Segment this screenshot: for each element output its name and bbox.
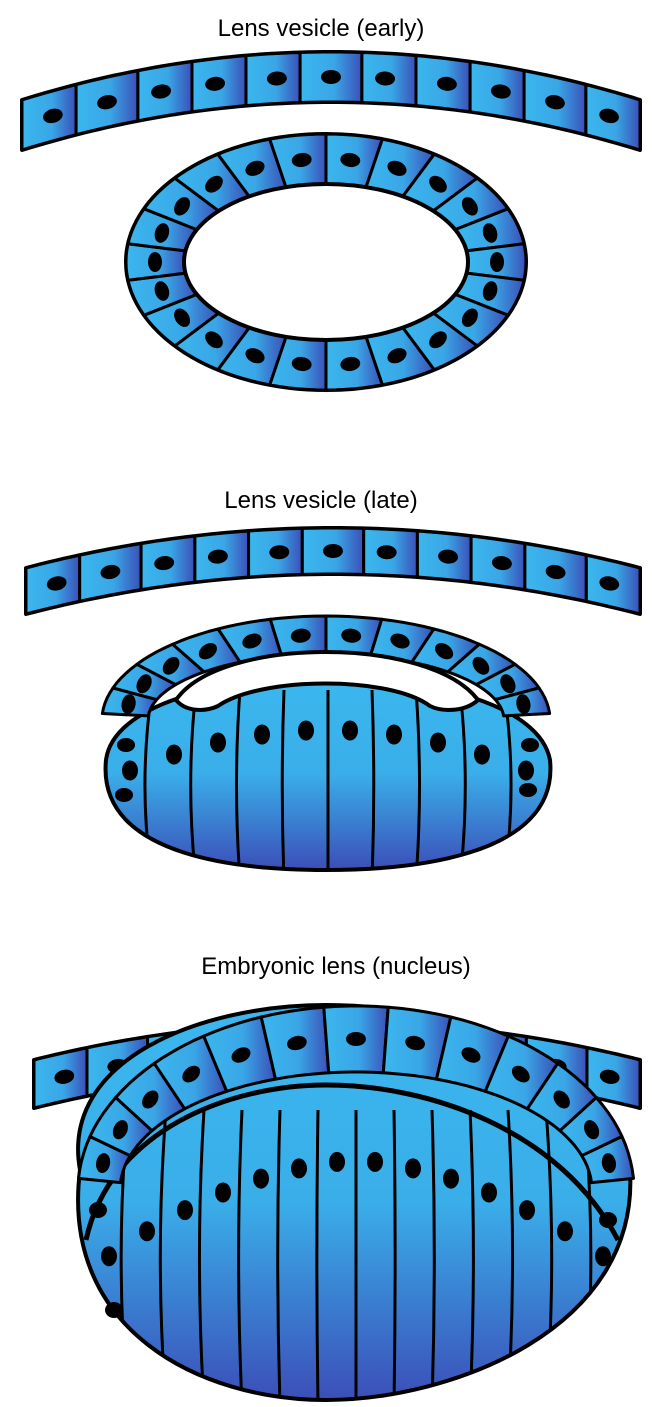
fiber-nucleus [298, 721, 314, 741]
embryonic-lens [78, 1005, 633, 1405]
cell-nucleus [89, 1202, 107, 1218]
fiber-nucleus [386, 725, 402, 745]
cell-nucleus [115, 788, 133, 802]
fiber-boundary [317, 1110, 318, 1405]
fiber-nucleus [210, 733, 226, 753]
vesicle-lumen [184, 184, 468, 340]
fiber-nucleus [474, 745, 490, 765]
fiber-nucleus [405, 1158, 421, 1178]
cell-nucleus [105, 1302, 123, 1318]
fiber-nucleus [291, 1158, 307, 1178]
panel-title-early: Lens vesicle (early) [218, 15, 425, 42]
lens-vesicle-ring [126, 134, 526, 390]
fiber-nucleus [253, 1169, 269, 1189]
fiber-nucleus [595, 1246, 611, 1266]
cell-nucleus [323, 544, 343, 558]
fiber-nucleus [342, 721, 358, 741]
fiber-nucleus [254, 725, 270, 745]
fiber-boundary [372, 690, 374, 880]
cell-nucleus [321, 70, 341, 84]
fiber-nucleus [367, 1152, 383, 1172]
fiber-boundary [282, 690, 284, 880]
fiber-nucleus [215, 1183, 231, 1203]
fiber-nucleus [101, 1246, 117, 1266]
cell-nucleus [521, 738, 539, 752]
fiber-nucleus [518, 761, 534, 781]
fiber-nucleus [177, 1200, 193, 1220]
cell-nucleus [599, 1212, 617, 1228]
surface-ectoderm [26, 528, 640, 614]
fiber-nucleus [481, 1183, 497, 1203]
panel-embryonic-lens-nucleus [34, 1005, 640, 1405]
fiber-nucleus [519, 1200, 535, 1220]
panel-title-nucleus: Embryonic lens (nucleus) [201, 953, 470, 980]
fiber-nucleus [166, 745, 182, 765]
cell-nucleus [346, 1032, 366, 1046]
panel-title-late: Lens vesicle (late) [224, 487, 417, 514]
fiber-nucleus [139, 1221, 155, 1241]
fiber-nucleus [329, 1152, 345, 1172]
fiber-nucleus [443, 1169, 459, 1189]
fiber-nucleus [557, 1221, 573, 1241]
fiber-nucleus [430, 733, 446, 753]
panel-late-lens-vesicle [26, 528, 640, 880]
lens-vesicle-late [102, 616, 550, 880]
fiber-boundary [394, 1110, 395, 1405]
cell-nucleus [490, 252, 504, 272]
cell-nucleus [117, 738, 135, 752]
fiber-nucleus [122, 761, 138, 781]
cell-nucleus [519, 783, 537, 797]
cell-nucleus [148, 252, 162, 272]
panel-early-lens-vesicle [22, 52, 640, 390]
